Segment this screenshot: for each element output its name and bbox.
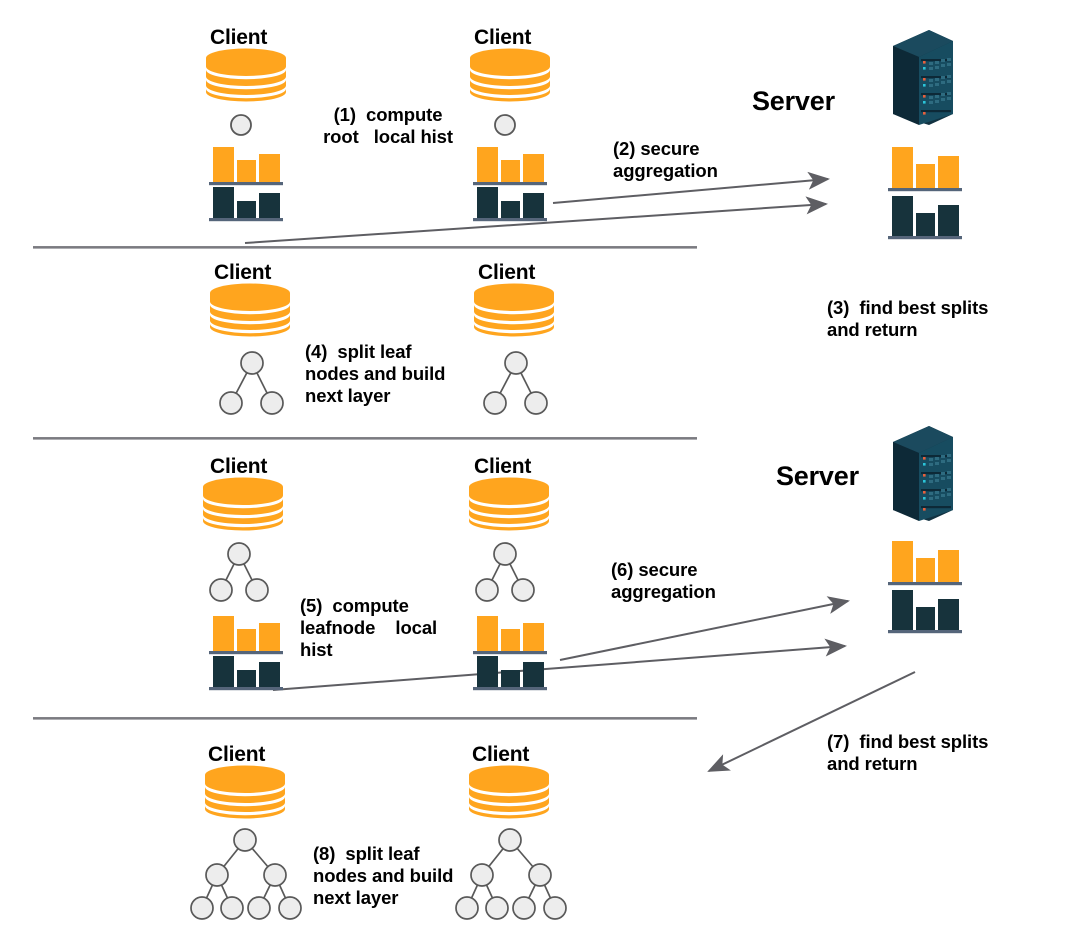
database-icon-r3c1: [201, 477, 285, 531]
step-1-label: (1) compute root local hist: [323, 104, 453, 147]
step-3-label: (3) find best splits and return: [827, 297, 989, 340]
client-label-r4c1: Client: [208, 743, 266, 766]
row-separator-3: [33, 717, 697, 720]
client-label-r2c2: Client: [478, 261, 536, 284]
tree-r3c1: [193, 537, 303, 617]
client-label-r3c1: Client: [210, 455, 268, 478]
row-separator-2: [33, 437, 697, 440]
tree-r4c2: [445, 825, 575, 921]
tree-r3c2: [459, 537, 569, 617]
client-label-r4c2: Client: [472, 743, 530, 766]
server-label-2: Server: [776, 461, 859, 491]
histogram-r1c2: [469, 146, 549, 222]
histogram-server-2: [884, 540, 964, 666]
database-icon-r4c1: [203, 765, 287, 819]
tree-r1c1: [222, 112, 266, 142]
server-rack-icon-2: [885, 424, 957, 524]
step-4-label: (4) split leaf nodes and build next laye…: [305, 341, 446, 406]
histogram-r3c2: [469, 615, 549, 691]
arrow-secure-aggregation-1a: [552, 171, 830, 204]
arrow-secure-aggregation-2a: [559, 596, 850, 661]
database-icon-r2c2: [472, 283, 556, 337]
client-label-r1c1: Client: [210, 26, 268, 49]
client-label-r1c2: Client: [474, 26, 532, 49]
step-8-label: (8) split leaf nodes and build next laye…: [313, 843, 454, 908]
step-5-label: (5) compute leafnode local hist: [300, 595, 438, 660]
client-label-r2c1: Client: [214, 261, 272, 284]
row-separator-1: [33, 246, 697, 249]
database-icon-r1c1: [204, 48, 288, 102]
step-2-label: (2) secure aggregation: [613, 138, 718, 181]
server-label-1: Server: [752, 86, 835, 116]
step-7-label: (7) find best splits and return: [827, 731, 989, 774]
client-label-r3c2: Client: [474, 455, 532, 478]
database-icon-r3c2: [467, 477, 551, 531]
server-rack-icon-1: [885, 28, 957, 128]
database-icon-r4c2: [467, 765, 551, 819]
histogram-r1c1: [205, 146, 285, 222]
database-icon-r2c1: [208, 283, 292, 337]
tree-r2c1: [196, 341, 306, 431]
step-6-label: (6) secure aggregation: [611, 559, 716, 602]
tree-r2c2: [460, 341, 570, 431]
tree-r1c2: [486, 112, 530, 142]
histogram-r3c1: [205, 615, 285, 691]
histogram-server-1: [884, 146, 964, 272]
database-icon-r1c2: [468, 48, 552, 102]
tree-r4c1: [180, 825, 310, 921]
